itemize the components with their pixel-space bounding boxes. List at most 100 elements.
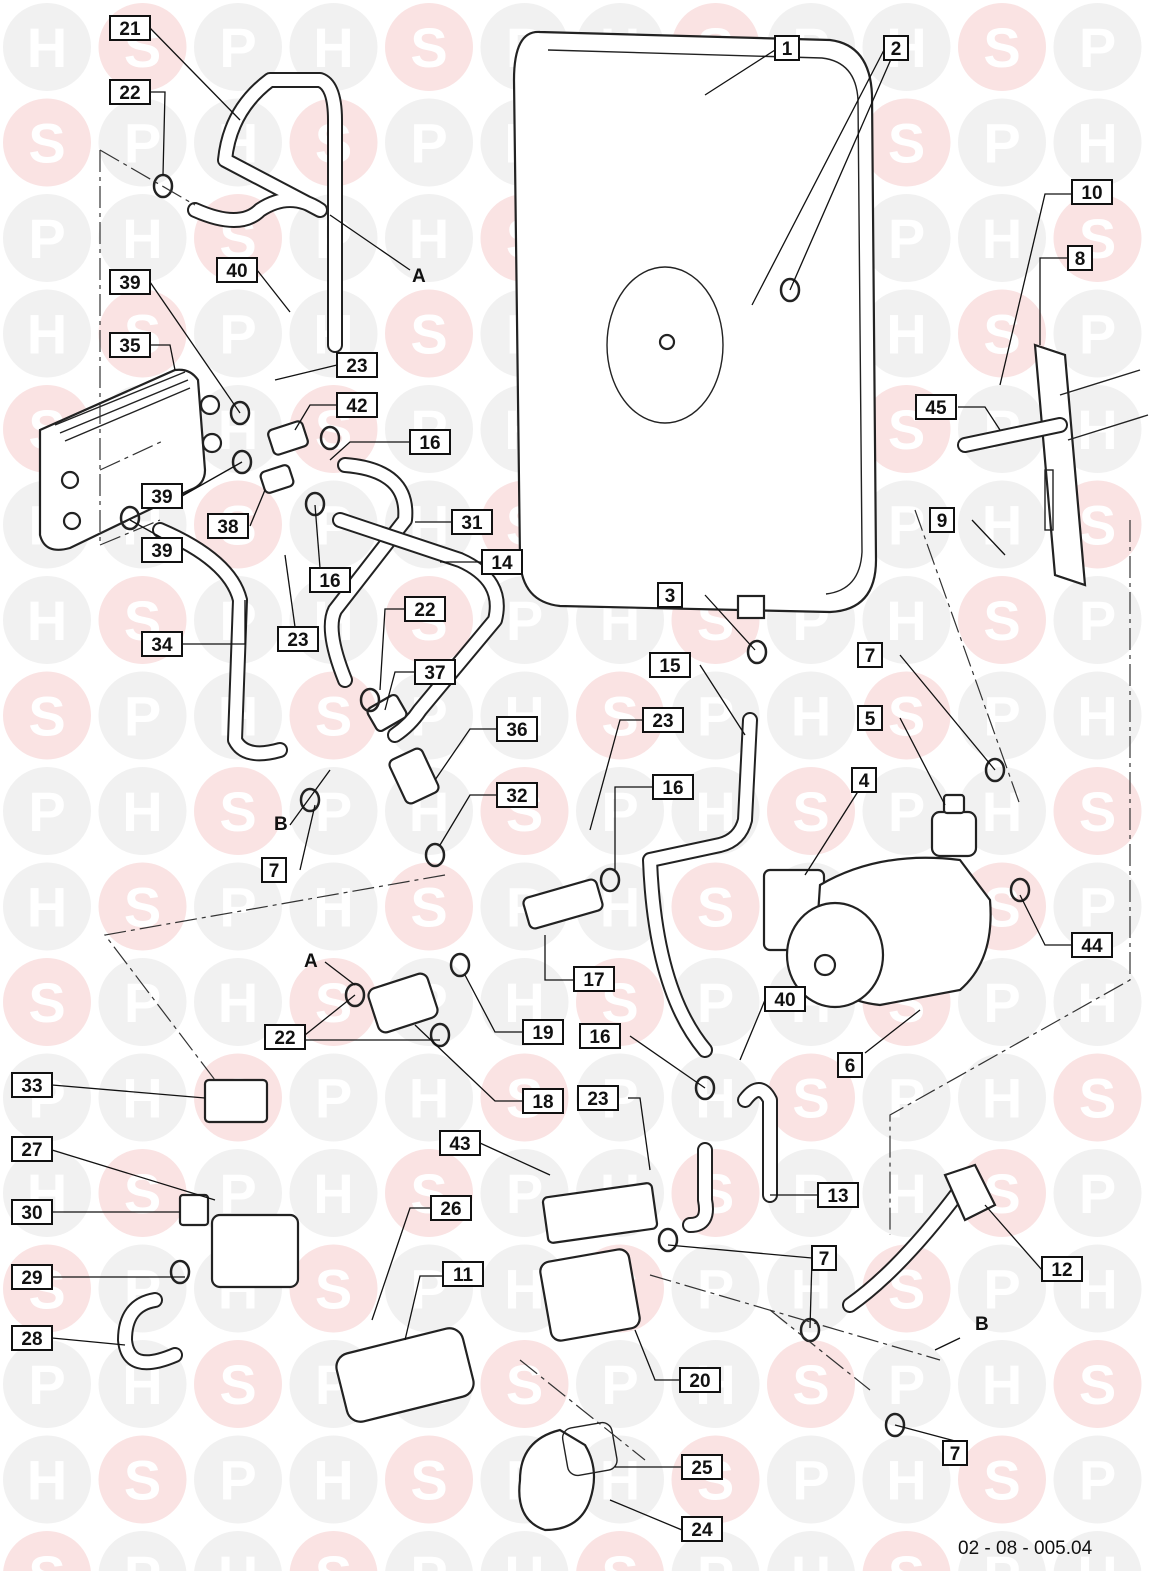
callout-11: 11 (442, 1261, 484, 1287)
callout-box (1067, 245, 1093, 271)
callout-43: 43 (439, 1130, 481, 1156)
hx-port-4 (201, 432, 223, 454)
watermark-letter: S (124, 1449, 161, 1512)
callout-box (11, 1072, 53, 1098)
watermark-circle (958, 1149, 1046, 1237)
callout-38: 38 (207, 513, 249, 539)
watermark-circle (767, 1053, 855, 1142)
callout-leader-7a (899, 654, 996, 771)
watermark-letter: S (410, 1449, 447, 1512)
watermark-letter: P (1079, 589, 1116, 652)
watermark-circle (862, 289, 951, 378)
callout-23b: 23 (277, 626, 319, 652)
assembly-line (914, 509, 1021, 806)
callout-4: 4 (851, 767, 877, 793)
watermark-letter: P (888, 207, 925, 270)
callout-29: 29 (11, 1264, 53, 1290)
callout-box (216, 257, 258, 283)
watermark-circle (958, 1053, 1046, 1142)
watermark-circle (958, 98, 1046, 187)
callout-box (657, 582, 683, 608)
callout-number: 44 (1081, 936, 1103, 957)
callout-number: 45 (925, 398, 947, 419)
watermark-letter: P (219, 1449, 256, 1512)
watermark-circle (3, 862, 91, 951)
watermark-circle (385, 194, 473, 282)
watermark-circle (385, 671, 473, 760)
watermark-letter: H (27, 1449, 67, 1512)
callout-box (573, 966, 615, 992)
o-ring-seal (657, 1227, 679, 1253)
watermark-letter: H (886, 303, 926, 366)
callout-leader-35 (150, 344, 176, 371)
watermark-circle (862, 1531, 951, 1571)
watermark-letter: H (1077, 685, 1117, 748)
watermark-letter: P (1079, 1449, 1116, 1512)
watermark-letter: P (1079, 303, 1116, 366)
callout-number: 25 (691, 1458, 713, 1479)
callout-box (109, 332, 151, 358)
callout-number: 26 (440, 1199, 461, 1220)
watermark-circle (194, 767, 282, 855)
watermark-circle (194, 289, 282, 378)
watermark-circle (98, 1244, 187, 1333)
callout-box (1071, 179, 1113, 205)
callout-box (857, 705, 883, 731)
callout-number: 27 (21, 1140, 42, 1161)
watermark-circle (98, 1435, 187, 1524)
watermark-circle (958, 3, 1046, 91)
callout-45: 45 (915, 394, 957, 420)
marker-leader-A2 (324, 961, 356, 986)
callout-box (414, 659, 456, 685)
watermark-circle (576, 1340, 664, 1428)
watermark-circle (958, 1244, 1046, 1333)
callout-box (481, 549, 523, 575)
watermark-circle (958, 1531, 1046, 1571)
callout-leader-9 (971, 519, 1006, 556)
watermark-letter: H (886, 1449, 926, 1512)
callout-leader-39c (129, 519, 163, 539)
watermark-letter: P (888, 494, 925, 557)
callout-leader-44 (1019, 894, 1072, 946)
callout-leader-1 (704, 49, 776, 96)
watermark-letter: S (28, 971, 65, 1034)
callout-7a: 7 (857, 642, 883, 668)
o-ring-seal (299, 787, 321, 813)
callout-leader-23a (274, 364, 338, 381)
callout-8: 8 (1067, 245, 1093, 271)
watermark-letter: P (983, 685, 1020, 748)
callout-leader-2 (789, 49, 896, 291)
watermark-circle (385, 862, 473, 951)
watermark-circle (3, 958, 91, 1046)
callout-box (522, 1019, 564, 1045)
watermark-letter: H (122, 780, 162, 843)
callout-leader-32 (439, 794, 497, 846)
watermark-letter: P (506, 589, 543, 652)
watermark-circle (385, 289, 473, 378)
callout-leader-23c (589, 719, 643, 831)
watermark-letter: P (410, 112, 447, 175)
watermark-letter: P (315, 780, 352, 843)
o-ring-seal (599, 867, 621, 893)
callout-box (857, 642, 883, 668)
callout-5: 5 (857, 705, 883, 731)
watermark-letter: H (122, 1067, 162, 1130)
callout-box (277, 626, 319, 652)
watermark-circle (1053, 767, 1142, 855)
callout-number: 16 (662, 778, 683, 799)
callout-leader-2 (751, 49, 885, 306)
callout-number: 21 (119, 19, 141, 40)
callout-leader-40b (739, 999, 766, 1061)
watermark-letter: S (410, 876, 447, 939)
callout-number: 4 (859, 771, 870, 792)
watermark-circle (98, 767, 187, 855)
watermark-letter: P (983, 1544, 1020, 1571)
callout-leader-10 (999, 193, 1072, 386)
watermark-letter: S (410, 303, 447, 366)
expansion-vessel-outlet (736, 594, 766, 620)
watermark-circle (289, 1244, 378, 1333)
hx-port-3 (199, 394, 221, 416)
assembly-line (769, 1309, 871, 1391)
watermark-circle (289, 1435, 378, 1524)
